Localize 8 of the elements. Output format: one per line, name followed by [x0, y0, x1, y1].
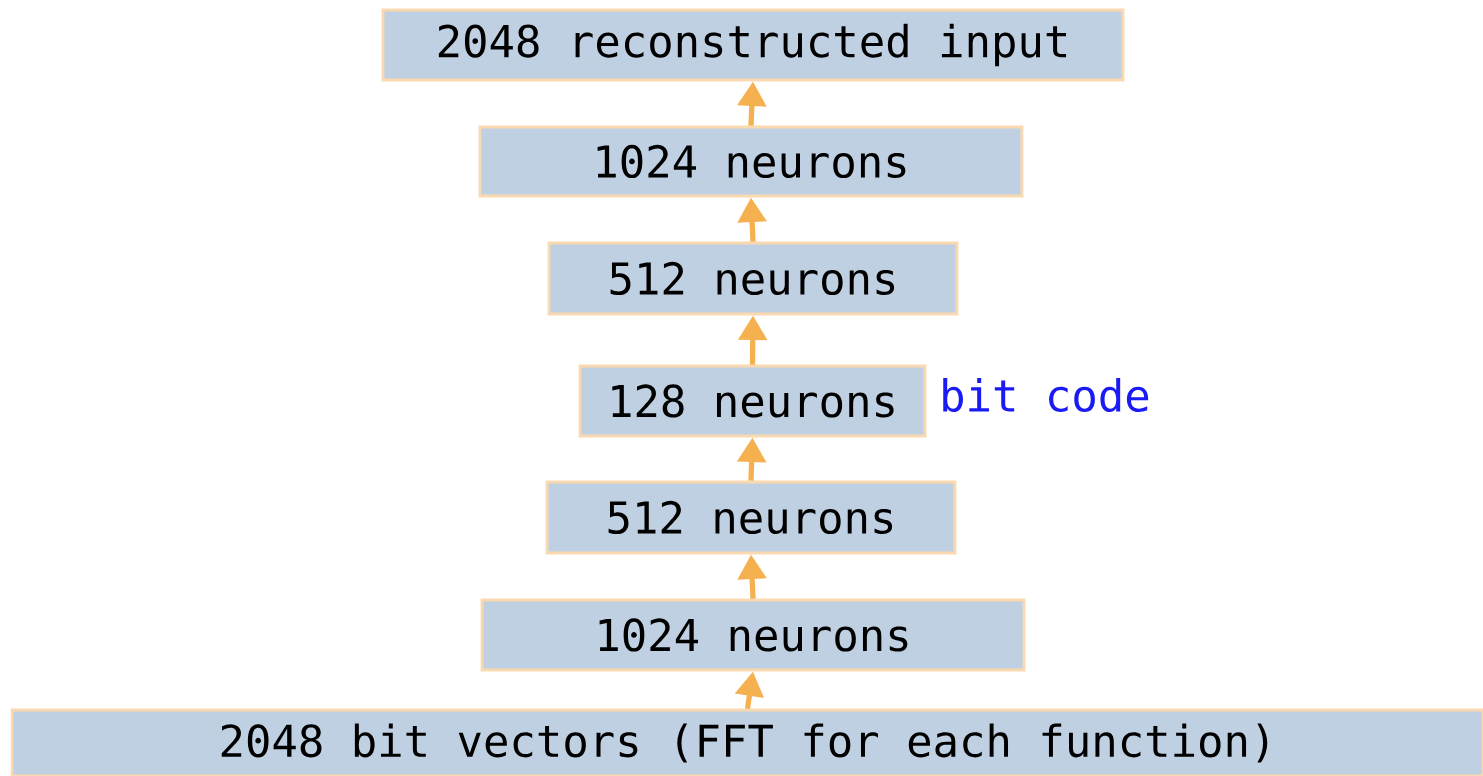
layer-box: 2048 bit vectors (FFT for each function) [10, 708, 1483, 776]
layer-box: 128 neurons [578, 364, 927, 438]
layer-box: 512 neurons [547, 241, 959, 316]
layer-box: 1024 neurons [480, 598, 1026, 672]
layer-box: 1024 neurons [478, 125, 1024, 198]
layer-box: 512 neurons [545, 480, 957, 555]
layer-box: 2048 reconstructed input [381, 8, 1125, 82]
annotation-label: bit code [943, 378, 1149, 412]
